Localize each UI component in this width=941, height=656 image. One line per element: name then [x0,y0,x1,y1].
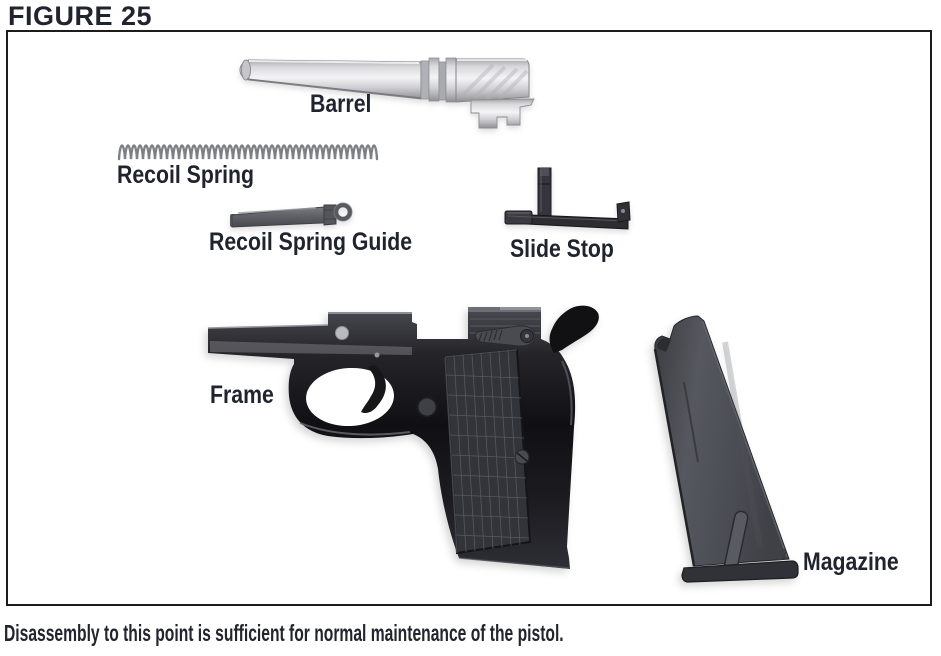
barrel-tube [239,59,422,100]
trigger-guard-opening [306,367,394,427]
guide-ring [333,202,353,222]
frame-pin [335,326,349,340]
magazine-illustration [653,315,799,583]
magazine-spring-wire [776,549,787,561]
figure-title: FIGURE 25 [8,1,153,31]
recoil-spring-label: Recoil Spring [117,161,254,189]
barrel-locking-grooves [420,57,457,103]
frame-illustration [207,305,599,569]
frame-label: Frame [210,381,274,409]
slide-stop-illustration [504,167,631,230]
magazine-follower-notch [657,337,671,352]
rear-rail-top [468,307,541,312]
barrel-illustration [239,57,535,129]
dust-cover-highlight [210,341,412,355]
hammer [549,305,599,353]
barrel-locking-lug [470,98,535,129]
barrel-label: Barrel [310,90,372,118]
grip-screw [514,449,530,465]
recoil-spring-illustration [117,144,379,161]
recoil-spring-guide-label: Recoil Spring Guide [209,228,413,256]
magazine-baseplate [681,560,799,583]
grip-panel [443,348,532,555]
mag-release-button [416,396,438,418]
trigger [361,365,386,414]
barrel-chamber [455,58,530,103]
figure-caption: Disassembly to this point is sufficient … [4,620,564,646]
magazine-label: Magazine [803,548,899,576]
recoil-spring-guide-illustration [230,202,353,228]
thumb-safety [474,325,536,347]
magazine-body [654,315,790,567]
guide-highlight [237,207,317,214]
slide-stop-label: Slide Stop [510,235,614,263]
spring-coils [117,144,379,161]
